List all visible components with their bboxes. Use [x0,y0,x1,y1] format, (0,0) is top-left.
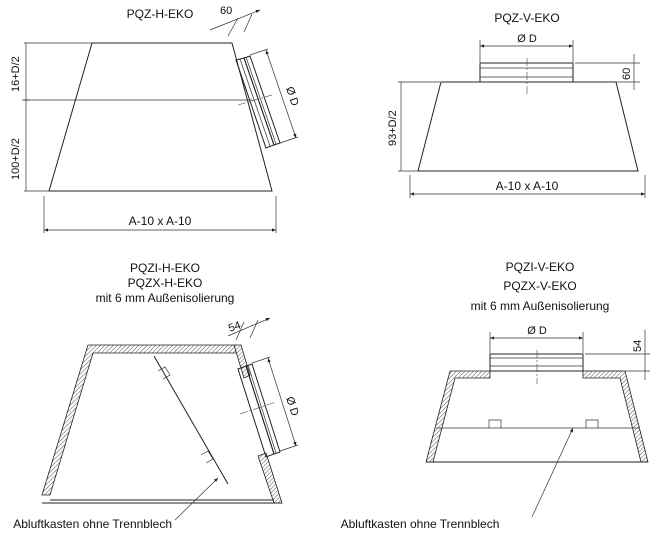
plenum-body [417,81,639,172]
dim-neck: 60 [575,54,640,90]
dim-top: 60 [209,5,261,37]
callout: Abluftkasten ohne Trennblech [341,427,574,531]
svg-text:93+D/2: 93+D/2 [387,110,399,146]
view-pqzi-h-eko: PQZI-H-EKO PQZX-H-EKO mit 6 mm Außenisol… [13,261,300,531]
svg-text:Ø D: Ø D [527,325,547,337]
svg-text:54: 54 [632,340,644,352]
view-title-3: mit 6 mm Außenisolierung [96,291,235,305]
svg-text:Abluftkasten ohne Trennblech: Abluftkasten ohne Trennblech [13,517,172,531]
svg-text:A-10 x A-10: A-10 x A-10 [496,179,559,193]
side-spigot [237,363,281,458]
svg-text:Abluftkasten ohne Trennblech: Abluftkasten ohne Trennblech [341,517,500,531]
plenum-body [48,42,273,192]
svg-text:Ø D: Ø D [283,395,300,417]
dim-diameter: Ø D [479,33,574,62]
svg-text:A-10 x A-10: A-10 x A-10 [129,214,192,228]
insulated-shell [425,370,649,463]
top-spigot [479,58,574,95]
svg-text:54: 54 [227,319,243,334]
dim-diameter: Ø D [489,325,584,353]
dim-diameter: Ø D [249,48,301,144]
svg-text:60: 60 [621,68,633,80]
svg-text:Ø D: Ø D [517,33,537,45]
insulated-shell [41,344,283,504]
view-title-2: PQZX-H-EKO [128,276,203,290]
view-title: PQZ-H-EKO [127,7,194,21]
view-title: PQZ-V-EKO [494,11,559,25]
dim-height: 93+D/2 [387,81,440,172]
side-spigot [235,55,281,149]
dim-vertical: 16+D/2 100+D/2 [10,42,92,192]
svg-text:Ø D: Ø D [283,85,300,107]
dim-top: 54 [227,317,271,341]
internal-brackets [488,419,599,428]
internal-plate [153,355,229,485]
callout: Abluftkasten ohne Trennblech [13,477,219,531]
dim-neck: 54 [585,330,650,380]
dim-bottom: A-10 x A-10 [43,196,277,233]
view-title-2: PQZX-V-EKO [503,279,576,293]
view-title-1: PQZI-H-EKO [130,261,200,275]
top-spigot [489,350,584,384]
view-title-1: PQZI-V-EKO [506,260,575,274]
view-pqzi-v-eko: PQZI-V-EKO PQZX-V-EKO mit 6 mm Außenisol… [341,260,650,531]
view-pqz-v-eko: PQZ-V-EKO Ø D 60 93+D/2 [387,11,646,198]
svg-text:16+D/2: 16+D/2 [10,56,22,92]
svg-text:100+D/2: 100+D/2 [10,138,22,180]
view-title-3: mit 6 mm Außenisolierung [471,299,610,313]
svg-text:60: 60 [220,5,232,17]
dim-bottom: A-10 x A-10 [409,175,646,198]
view-pqz-h-eko: PQZ-H-EKO 60 Ø D [10,5,301,233]
dim-diameter: Ø D [251,356,301,452]
